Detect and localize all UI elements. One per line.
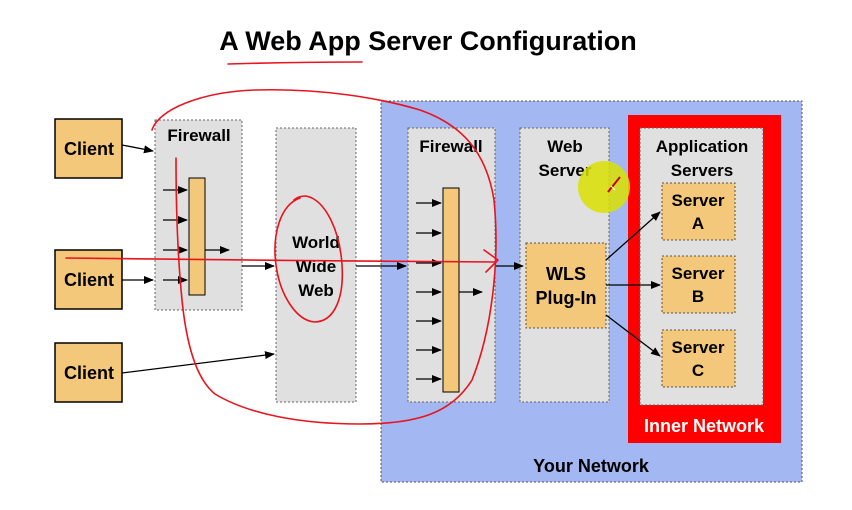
annotation-www-circle — [274, 195, 344, 323]
connection-arrows — [121, 144, 661, 383]
wls-plugin-label-line2: Plug-In — [536, 288, 597, 308]
your-network-label: Your Network — [533, 456, 650, 476]
annotation-outer-loop — [151, 88, 497, 425]
arrow-client1-firewall — [121, 144, 154, 154]
diagram-title: A Web App Server Configuration — [219, 26, 637, 56]
red-annotations — [65, 61, 499, 425]
wls-plugin-label-line1: WLS — [546, 264, 586, 284]
client-3-label: Client — [64, 363, 114, 383]
wls-plugin-node — [525, 242, 607, 329]
server-a-node: Server A — [661, 182, 736, 241]
web-server-label-line2: Server — [539, 161, 592, 180]
internet-label-line3: Web — [298, 281, 334, 300]
inner-firewall-bar — [442, 187, 460, 393]
outer-firewall-label: Firewall — [167, 126, 230, 145]
annotation-title-underline — [227, 61, 363, 65]
highlight-circle — [578, 161, 630, 213]
annotation-request-arrowhead — [483, 249, 499, 273]
inner-network-label: Inner Network — [644, 416, 765, 436]
server-b-label-line2: B — [692, 287, 704, 306]
server-b-node: Server B — [661, 255, 736, 314]
application-servers-label-line2: Servers — [671, 161, 733, 180]
server-c-node: Server C — [661, 329, 736, 388]
internet-label-line1: World — [292, 233, 340, 252]
arrow-plugin-server-a — [605, 211, 661, 261]
client-1-node: Client — [54, 118, 123, 179]
internet-label-line2: Wide — [296, 257, 336, 276]
inner-firewall-label: Firewall — [419, 137, 482, 156]
server-a-label-line2: A — [692, 214, 704, 233]
server-c-label-line2: C — [692, 361, 704, 380]
annotation-request-line — [65, 257, 497, 263]
application-servers-label-line1: Application — [656, 137, 749, 156]
client-2-label: Client — [64, 270, 114, 290]
arrow-plugin-server-c — [605, 314, 661, 357]
server-c-label-line1: Server — [672, 338, 725, 357]
client-1-label: Client — [64, 139, 114, 159]
web-server-label-line1: Web — [547, 137, 583, 156]
server-a-label-line1: Server — [672, 191, 725, 210]
arrow-client3-internet — [121, 351, 275, 374]
server-b-label-line1: Server — [672, 264, 725, 283]
outer-firewall-bar — [188, 177, 206, 296]
client-3-node: Client — [54, 342, 123, 403]
pen-cursor-icon — [607, 176, 621, 193]
